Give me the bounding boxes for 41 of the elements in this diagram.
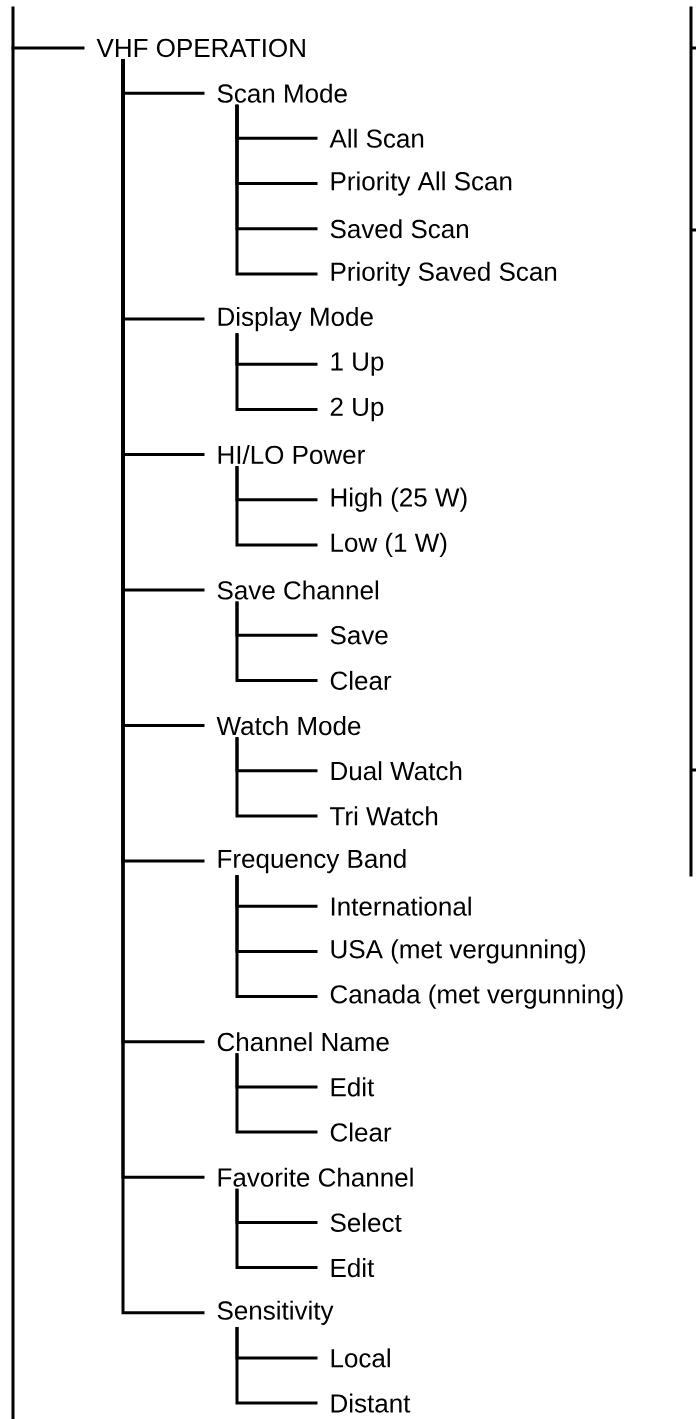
tree-connector [235,1053,318,1134]
tree-connector [235,601,318,682]
tree-item-label: Local [331,1348,390,1368]
tree-item-label: Tri Watch [330,806,438,826]
tree-item-label: Display Mode [218,306,373,332]
tree-item-label: 1 Up [331,352,384,376]
tree-connector [235,1188,318,1270]
tree-item-label: HI/LO Power [218,444,365,465]
tree-connector [235,104,318,276]
tree-item-label: Priority Saved Scan [331,261,557,287]
tree-connector [235,333,318,411]
tree-item-label: All Scan [329,128,424,148]
tree-item-label: Frequency Band [218,849,406,874]
tree-connector [11,46,85,50]
tree-item-label: Save Channel [217,580,379,600]
tree-item-label: Low (1 W) [331,532,447,557]
tree-connector [235,1326,318,1405]
tree-item-label: Channel Name [217,1032,389,1052]
tree-item-label: Priority All Scan [331,171,512,196]
tree-item-label: Select [330,1212,402,1232]
tree-item-label: Canada (met vergunning) [330,984,623,1009]
tree-item-label: Watch Mode [216,716,361,736]
tree-item-label: VHF OPERATION [96,38,305,58]
tree-connector [235,737,318,818]
tree-item-label: Dual Watch [331,761,462,781]
tree-connector [235,875,318,999]
tree-item-label: Clear [330,670,392,690]
tree-item-label: International [331,896,471,916]
tree-item-label: USA (met vergunning) [331,939,586,964]
tree-connector [235,466,318,547]
tree-item-label: 2 Up [330,397,384,422]
tree-item-label: Edit [331,1258,375,1278]
tree-item-label: Edit [331,1077,375,1097]
tree-item-label: Scan Mode [217,83,347,103]
tree-item-label: High (25 W) [331,487,467,512]
tree-item-label: Distant [331,1393,411,1413]
tree-item-label: Sensitivity [217,1300,334,1325]
tree-item-label: Saved Scan [330,219,468,239]
tree-item-label: Save [330,626,388,645]
tree-item-label: Clear [330,1122,392,1142]
tree-item-label: Favorite Channel [218,1167,413,1187]
